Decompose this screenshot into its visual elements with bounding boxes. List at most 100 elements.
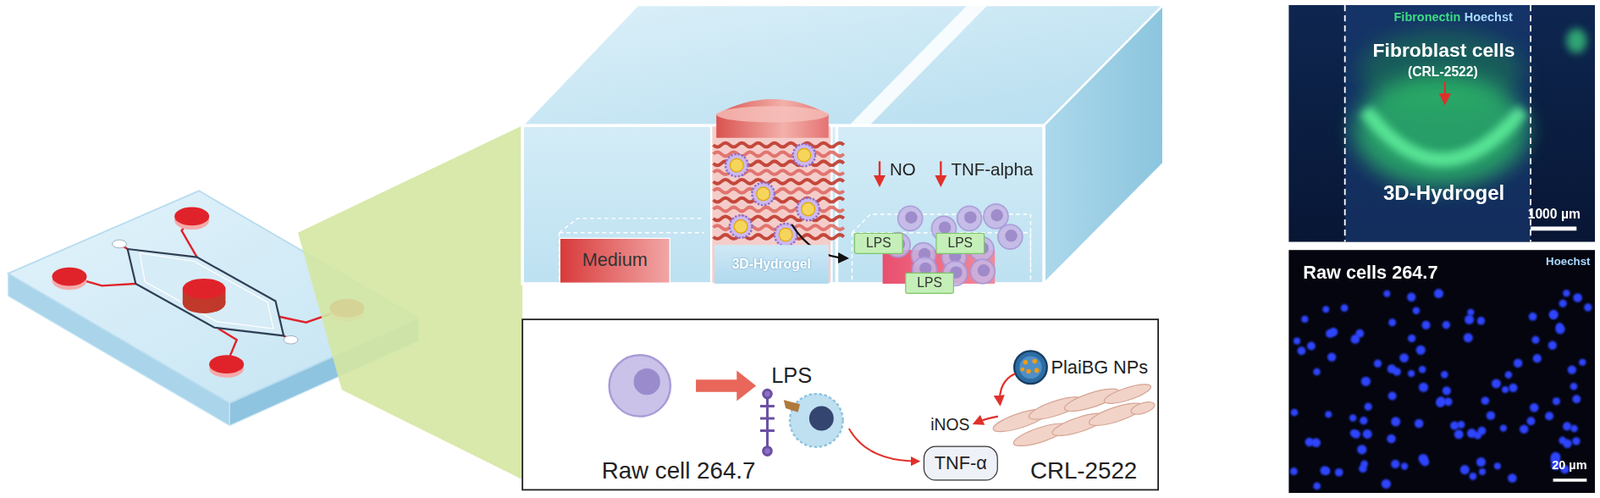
- nucleus-dot: [1290, 288, 1593, 490]
- nucleus-dot: [1519, 424, 1529, 433]
- chip-port: [51, 267, 87, 287]
- nucleus-dot: [1555, 322, 1564, 331]
- nucleus-dot: [1359, 416, 1368, 425]
- micrograph-panel: Raw cells 264.7Hoechst20 µm: [1288, 249, 1595, 493]
- hydrogel-box: 3D-Hydrogel: [714, 244, 829, 284]
- nucleus-dot: [1388, 318, 1396, 326]
- nucleus-dot: [1388, 391, 1397, 400]
- nucleus-dot: [1383, 290, 1391, 298]
- nucleus-dot: [1463, 332, 1474, 343]
- nanoparticle: [801, 202, 816, 216]
- scale-bar: [1530, 226, 1577, 231]
- fluorescence-image: [1354, 74, 1529, 188]
- nucleus-dot: [1350, 429, 1358, 437]
- nucleus-dot: [1478, 426, 1487, 436]
- nanoparticle-icon: [1023, 359, 1029, 365]
- chip-port: [112, 239, 127, 249]
- nucleus-dot: [1313, 482, 1321, 491]
- nucleus-dot: [1460, 464, 1470, 475]
- node-text: Hoechst: [1464, 11, 1513, 26]
- nucleus-dot: [1513, 358, 1523, 368]
- node-text: Raw cells 264.7: [1302, 262, 1438, 284]
- nucleus-dot: [1578, 358, 1586, 366]
- nucleus-dot: [1562, 289, 1570, 297]
- cell-label: CRL-2522: [1030, 457, 1137, 485]
- nucleus-dot: [1297, 346, 1307, 355]
- nucleus-dot: [1407, 334, 1416, 343]
- node-text: Medium: [582, 249, 648, 271]
- chip-port: [182, 278, 227, 299]
- nucleus-dot: [1572, 292, 1583, 303]
- chip-port: [209, 354, 244, 374]
- nucleus-dot: [1351, 334, 1361, 344]
- nucleus-dot: [1392, 367, 1402, 376]
- chip-cutaway: [522, 5, 1164, 286]
- mechanism-panel: [522, 319, 1159, 490]
- nanoparticle: [733, 220, 748, 234]
- nucleus-dot: [1301, 315, 1308, 323]
- node-text: LPS: [947, 235, 973, 251]
- nucleus-dot: [1491, 378, 1501, 388]
- nucleus-dot: [1349, 413, 1357, 421]
- nucleus-dot: [1357, 444, 1367, 454]
- nucleus-dot: [1486, 410, 1496, 420]
- nucleus-dot: [1290, 467, 1298, 475]
- nucleus-dot: [1390, 459, 1400, 469]
- zoom-fan: [297, 125, 523, 480]
- macrophage-cell: [983, 204, 1009, 229]
- nucleus-dot: [1572, 394, 1581, 403]
- lps-box: LPS: [854, 232, 904, 254]
- macrophage-cell: [990, 209, 1003, 221]
- nucleus-dot: [1567, 364, 1577, 374]
- nucleus-dot: [1416, 345, 1426, 355]
- nucleus-dot: [1360, 459, 1369, 468]
- nanoparticle-icon: [1019, 356, 1043, 380]
- nucleus-dot: [1528, 312, 1538, 321]
- lps-receptor: [763, 446, 773, 456]
- macrophage-cell: [970, 259, 995, 284]
- fluorescence-image: [1288, 249, 1595, 493]
- macrophage-cell: [957, 205, 983, 231]
- nucleus-dot: [1500, 424, 1507, 432]
- enzyme-label: iNOS: [930, 416, 970, 436]
- nucleus-dot: [1373, 359, 1382, 368]
- node-text: TNF-α: [934, 452, 988, 475]
- chip-cutaway: [849, 5, 988, 126]
- fluorescence-image: [1566, 28, 1587, 54]
- nucleus-dot: [1550, 311, 1558, 320]
- cytokine-box: TNF-α: [923, 446, 999, 481]
- nucleus-dot: [1364, 402, 1373, 411]
- tissue-layer: [713, 207, 845, 212]
- cell-label: Raw cell 264.7: [601, 457, 756, 485]
- fibroblast-cell: [1129, 399, 1156, 417]
- nucleus-dot: [1570, 424, 1578, 433]
- nanoparticle: [756, 187, 771, 201]
- fluorescence-image: [1288, 249, 1595, 493]
- nucleus-dot: [1401, 462, 1408, 469]
- nucleus-dot: [1562, 439, 1573, 449]
- nucleus-dot: [1420, 457, 1429, 467]
- scale-bar: [1553, 478, 1588, 482]
- mechanism-panel: [522, 319, 1159, 490]
- node-text: LPS: [866, 235, 892, 251]
- chip-cutaway: [716, 99, 829, 138]
- nucleus-dot: [1361, 376, 1371, 387]
- nucleus-dot: [1307, 342, 1316, 351]
- nucleus-dot: [1583, 303, 1592, 311]
- macrophage-cell: [898, 205, 923, 231]
- nucleus-dot: [1435, 398, 1445, 408]
- nucleus-dot: [1324, 410, 1332, 418]
- signal-label: TNF-alpha: [950, 160, 1033, 181]
- nucleus-dot: [1533, 353, 1542, 363]
- nucleus-dot: [1494, 462, 1501, 469]
- nucleus-dot: [1362, 429, 1373, 439]
- mechanism-panel: [809, 406, 834, 431]
- tissue-layer: [713, 143, 845, 239]
- node-text: Hoechst: [1545, 254, 1590, 268]
- nanoparticle: [797, 148, 812, 162]
- signal-label: NO: [889, 160, 916, 181]
- node-text: (CRL-2522): [1407, 65, 1479, 81]
- nucleus-dot: [1386, 434, 1396, 444]
- nucleus-dot: [1418, 365, 1427, 374]
- macrophage-cell: [904, 210, 917, 223]
